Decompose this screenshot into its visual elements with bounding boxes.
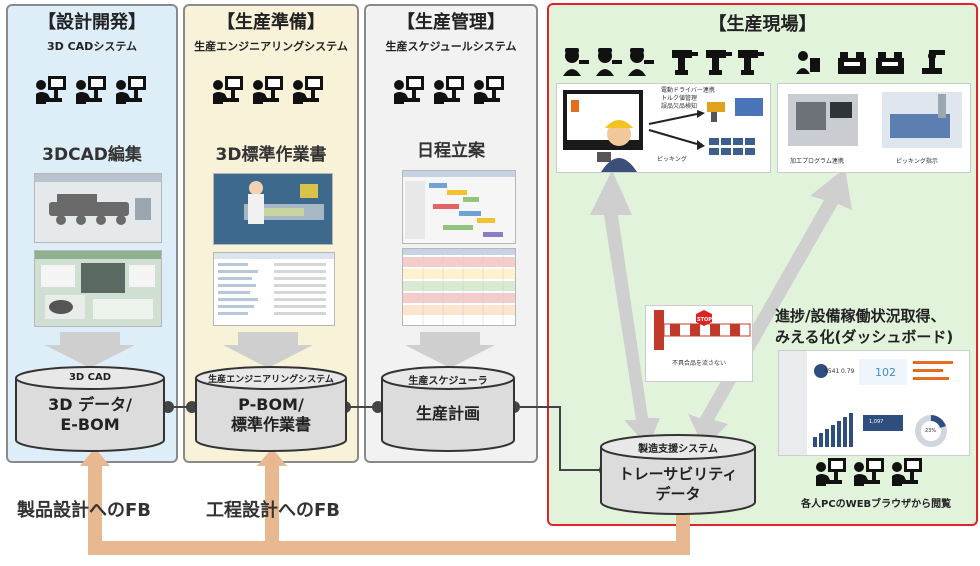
picking-instruction-caption: ピッキング指示 bbox=[896, 158, 938, 165]
traceability-db-title: トレーサビリティ データ bbox=[618, 465, 738, 503]
traceability-database bbox=[600, 434, 756, 515]
traceability-db-label: 製造支援システム bbox=[638, 444, 718, 455]
mgmt-subtitle: 生産スケジュールシステム bbox=[385, 40, 517, 53]
design-db-label: 3D CAD bbox=[68, 372, 112, 383]
stop-gate-card: STOP 不具合品を流さない bbox=[645, 305, 753, 382]
picking-line-1: 電動ドライバー連携 bbox=[661, 87, 715, 94]
design-database bbox=[15, 366, 165, 452]
pbom-table-image bbox=[213, 252, 335, 326]
picking-system-card: 電動ドライバー連携 トルク値管理 誤品欠品検知 ピッキング bbox=[556, 83, 771, 173]
dashboard-screenshot: 4541 0.79 102 1,097 23% bbox=[778, 350, 970, 456]
product-design-feedback-label: 製品設計へのFB bbox=[17, 500, 152, 521]
mgmt-db-label: 生産スケジューラ bbox=[408, 376, 488, 387]
prep-db-title: P-BOM/ 標準作業書 bbox=[230, 395, 311, 434]
mgmt-title: 【生産管理】 bbox=[397, 12, 505, 33]
dashboard-title: 進捗/設備稼働状況取得、 みえる化(ダッシュボード) bbox=[775, 307, 954, 346]
cad-screenshot-2 bbox=[34, 250, 162, 327]
design-down-arrow bbox=[45, 332, 135, 368]
feedback-arrow bbox=[88, 462, 690, 555]
picking-line-3: 誤品欠品検知 bbox=[661, 103, 698, 110]
prep-section-title: 3D標準作業書 bbox=[215, 145, 327, 165]
machining-caption: 加工プログラム連携 bbox=[790, 158, 844, 165]
dash-value-4: 1,097 bbox=[869, 419, 884, 425]
design-section-title: 3DCAD編集 bbox=[42, 145, 142, 165]
schedule-gantt-image bbox=[402, 170, 516, 244]
site-title: 【生産現場】 bbox=[708, 14, 817, 35]
picking-caption: ピッキング bbox=[657, 156, 687, 163]
picking-line-2: トルク値管理 bbox=[661, 95, 698, 102]
stop-caption: 不具合品を流さない bbox=[672, 360, 727, 367]
design-title: 【設計開発】 bbox=[38, 12, 146, 33]
prep-db-label: 生産エンジニアリングシステム bbox=[208, 375, 334, 385]
work-instruction-3d-image bbox=[213, 173, 333, 245]
mgmt-database bbox=[381, 366, 515, 452]
cad-screenshot-1 bbox=[34, 173, 162, 243]
prep-database bbox=[195, 366, 347, 452]
mgmt-db-title: 生産計画 bbox=[415, 404, 480, 423]
mgmt-section-title: 日程立案 bbox=[417, 141, 485, 161]
dashboard-footer: 各人PCのWEBブラウザから閲覧 bbox=[801, 499, 952, 510]
dash-value-3: 102 bbox=[875, 366, 896, 379]
dash-value-5: 23% bbox=[925, 428, 937, 434]
design-subtitle: 3D CADシステム bbox=[46, 40, 137, 53]
prep-title: 【生産準備】 bbox=[217, 12, 325, 33]
prep-down-arrow bbox=[223, 332, 313, 368]
schedule-sheet-image bbox=[402, 248, 516, 326]
stop-sign-text: STOP bbox=[697, 317, 712, 323]
prep-subtitle: 生産エンジニアリングシステム bbox=[194, 40, 348, 53]
dash-value-1: 4541 bbox=[824, 368, 840, 375]
mgmt-down-arrow bbox=[405, 332, 495, 368]
process-design-feedback-label: 工程設計へのFB bbox=[206, 500, 341, 521]
machining-card: 加工プログラム連携 ピッキング指示 bbox=[777, 83, 971, 173]
site-arrow-left bbox=[590, 170, 660, 447]
dash-value-2: 0.79 bbox=[841, 368, 855, 375]
design-db-title: 3D データ/ E-BOM bbox=[48, 395, 132, 434]
